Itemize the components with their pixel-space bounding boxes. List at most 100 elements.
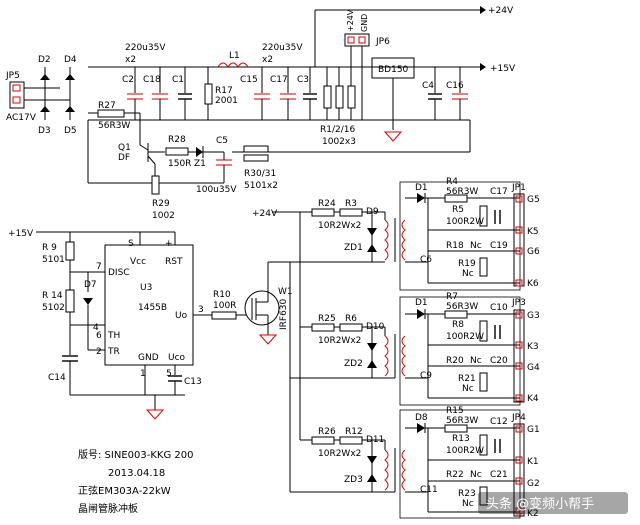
ch2-rf: R21 bbox=[458, 374, 476, 384]
cap-group1-count: x2 bbox=[125, 55, 136, 65]
u3-pin-1: 1 bbox=[140, 369, 146, 379]
ch3-cin: C11 bbox=[420, 485, 438, 495]
u3-pin-vcc: Vcc bbox=[130, 257, 146, 267]
r17-value: 2001 bbox=[215, 96, 238, 106]
c14-label: C14 bbox=[48, 373, 66, 383]
u3-pin-tr: TR bbox=[107, 347, 120, 357]
jp6-gnd-label: GND bbox=[360, 14, 369, 32]
rail-24v-left-label: +24V bbox=[252, 209, 278, 219]
ch3-rc: R15 bbox=[446, 406, 464, 416]
q1-stage: Q1 DF R29 1002 R28 150R Z1 C5 100u35V R3… bbox=[87, 113, 471, 221]
d4-diode-icon bbox=[65, 74, 75, 80]
ch3-rf: R23 bbox=[458, 489, 476, 499]
z1-zener-icon bbox=[196, 147, 203, 157]
u3-pin-s: S bbox=[128, 239, 134, 249]
r14-value: 5102 bbox=[42, 303, 65, 313]
ch3-rd-val: 100R2W bbox=[446, 446, 484, 456]
bd150: BD150 C4 C16 bbox=[371, 57, 468, 142]
r27: R27 56R3W bbox=[88, 101, 140, 131]
ch2-dout: D1 bbox=[415, 298, 428, 308]
ch3-cf: C21 bbox=[490, 470, 508, 480]
ch2-zener-icon bbox=[367, 343, 377, 351]
ch3-ra: R26 bbox=[318, 427, 336, 437]
ch1-p3: G6 bbox=[527, 247, 540, 257]
c16-label: C16 bbox=[446, 81, 464, 91]
u3-pin-3: 3 bbox=[198, 305, 204, 315]
r9-label: R 9 bbox=[42, 243, 57, 253]
ch3-zd: ZD3 bbox=[344, 475, 363, 485]
bd150-label: BD150 bbox=[378, 65, 409, 75]
u3-pin-4: 4 bbox=[93, 323, 99, 333]
ch3-cout: C12 bbox=[490, 417, 508, 427]
ch2-p2: K3 bbox=[527, 342, 539, 352]
r9-value: 5101 bbox=[42, 255, 65, 265]
cap-bank-1: 220u35V x2 C2 C18 C1 bbox=[122, 43, 192, 120]
ground-icon bbox=[383, 131, 403, 142]
r17-label: R17 bbox=[215, 86, 233, 96]
ch1-ra: R24 bbox=[318, 199, 336, 209]
z1-label: Z1 bbox=[194, 159, 206, 169]
ch3-p2: K1 bbox=[527, 457, 539, 467]
l1-label: L1 bbox=[229, 51, 240, 61]
cap-group1-label: 220u35V bbox=[125, 43, 166, 53]
r1-2-16-value: 1002x3 bbox=[322, 137, 356, 147]
u3-label: U3 bbox=[140, 283, 152, 293]
r27-label: R27 bbox=[98, 101, 116, 111]
r1-2-16-label: R1/2/16 bbox=[320, 125, 355, 135]
ch2-rd: R8 bbox=[452, 320, 464, 330]
ch3-zener2-icon bbox=[367, 474, 377, 482]
r10-label: R10 bbox=[213, 290, 231, 300]
ch1-p4: K6 bbox=[527, 279, 539, 289]
w1-label: W1 bbox=[278, 287, 293, 297]
ch1-rf-val: Nc bbox=[462, 269, 474, 279]
board-notes: 版号: SINE003-KKG 200 2013.04.18 正弦EM303A-… bbox=[78, 448, 193, 515]
c1-label: C1 bbox=[172, 75, 184, 85]
ch2-p4: K4 bbox=[527, 394, 539, 404]
r14-label: R 14 bbox=[42, 291, 63, 301]
ch1-dout: D1 bbox=[415, 183, 428, 193]
ch1-rb: R3 bbox=[345, 199, 357, 209]
timer-section: +15V R 9 5101 R 14 5102 D7 C14 S Vcc + R… bbox=[8, 229, 385, 420]
ch3-p1: G1 bbox=[527, 425, 540, 435]
c5-label: C5 bbox=[216, 136, 228, 146]
ch2-rf-val: Nc bbox=[462, 384, 474, 394]
ch3-jp: JP4 bbox=[511, 413, 526, 423]
u3-pin-uco: Uco bbox=[168, 353, 186, 363]
note-line-4: 晶闸管脉冲板 bbox=[78, 502, 138, 515]
q1-label: Q1 bbox=[118, 143, 131, 153]
d4-label: D4 bbox=[64, 55, 77, 65]
ch2-rc-val: 56R3W bbox=[446, 302, 478, 312]
ch2-output-diode-icon bbox=[417, 309, 425, 319]
c15-label: C15 bbox=[240, 75, 258, 85]
u3-pin-gnd: GND bbox=[138, 353, 159, 363]
u3-chip bbox=[104, 244, 194, 366]
l1-r17: L1 R17 2001 bbox=[204, 51, 249, 120]
ch-feed: +24V bbox=[252, 209, 301, 492]
cap-group2-label: 220u35V bbox=[262, 43, 303, 53]
r1-2-16: R1/2/16 1002x3 bbox=[320, 67, 356, 147]
ground-icon bbox=[258, 334, 278, 345]
ch2-p1: G3 bbox=[527, 311, 540, 321]
input-bridge: JP5 AC17V D2 D4 D3 D5 bbox=[5, 55, 77, 136]
ch2-zd: ZD2 bbox=[344, 359, 363, 369]
ch2-cout: C10 bbox=[490, 303, 508, 313]
d2-diode-icon bbox=[40, 74, 50, 80]
ch1-re: R18 bbox=[446, 241, 464, 251]
ch3-p4: K2 bbox=[527, 509, 539, 519]
ground-icon bbox=[145, 409, 165, 420]
d5-label: D5 bbox=[64, 126, 77, 136]
w1-type: IRF630 bbox=[279, 298, 289, 330]
c13-label: C13 bbox=[184, 377, 202, 387]
ac17v-label: AC17V bbox=[6, 113, 37, 123]
ch2-re-val: Nc bbox=[470, 356, 482, 366]
channel-3: R26 R12 10R2Wx2 D11 ZD3 D8 R15 56R3W C12… bbox=[290, 406, 540, 519]
rail-24v-label: +24V bbox=[488, 6, 514, 16]
ch2-rb: R6 bbox=[345, 314, 357, 324]
cap-bank-2: 220u35V x2 C15 C17 C3 bbox=[240, 43, 317, 120]
u3-pin-7: 7 bbox=[96, 262, 102, 272]
ch2-rd-val: 100R2W bbox=[446, 332, 484, 342]
ch3-rd: R13 bbox=[452, 434, 470, 444]
ch1-p1: G5 bbox=[527, 195, 540, 205]
ch1-rval: 10R2Wx2 bbox=[318, 221, 361, 231]
rail-15v-label: +15V bbox=[490, 64, 516, 74]
